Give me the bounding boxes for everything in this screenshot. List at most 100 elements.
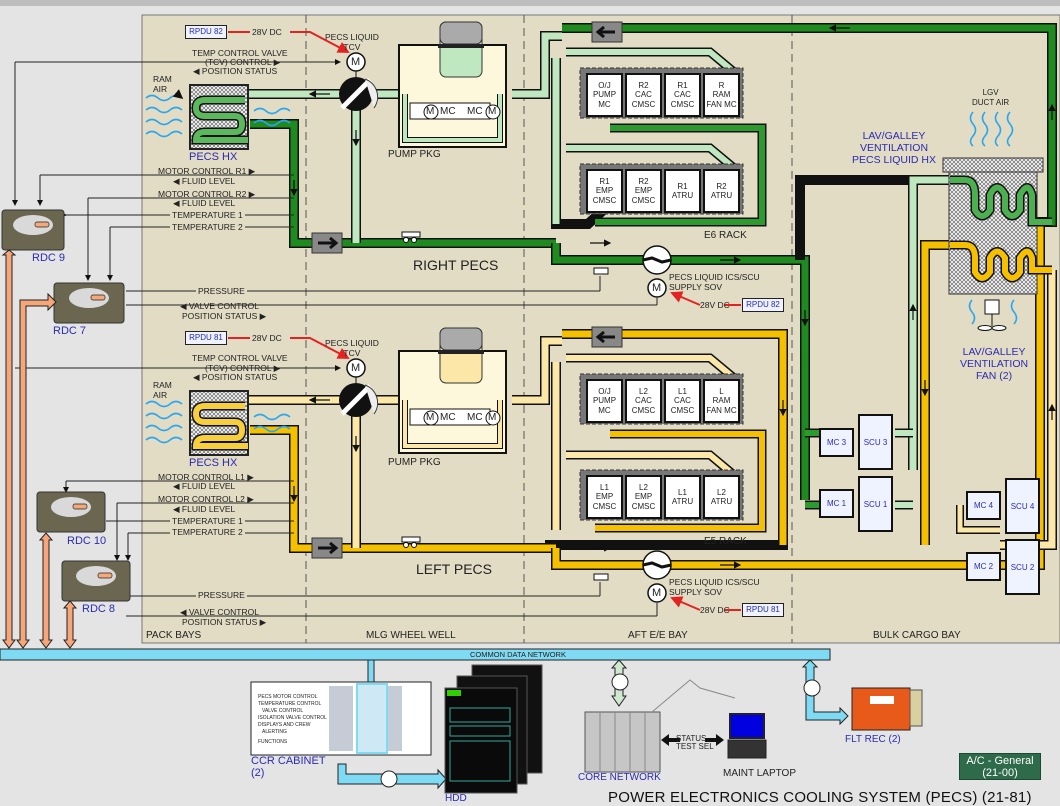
hdd-label: HDD	[445, 793, 467, 804]
check-valve-right-bottom	[311, 232, 343, 254]
right-pecs-label: RIGHT PECS	[413, 257, 499, 273]
duct-air-waves	[968, 111, 1018, 325]
left-pecs-hx-label: PECS HX	[189, 457, 238, 469]
ccr-functions-2: VALVE CONTROL	[262, 708, 304, 714]
core-network-label: CORE NETWORK	[578, 772, 661, 783]
e5-rack-bottom-4: L2 ATRU	[703, 475, 740, 519]
e6-rack-bottom-4: R2 ATRU	[703, 169, 740, 213]
right-tcv-ctrl-1: TEMP CONTROL VALVE	[192, 48, 288, 58]
right-pump-m2: M	[488, 106, 497, 117]
left-pump-pkg-label: PUMP PKG	[388, 457, 441, 468]
rack-label: R2 CAC CMSC	[631, 80, 656, 109]
right-tcv-ctrl-3: ◀ POSITION STATUS	[193, 66, 278, 76]
left-sov-label: PECS LIQUID ICS/SCU SUPPLY SOV	[669, 577, 760, 597]
right-sov-label: PECS LIQUID ICS/SCU SUPPLY SOV	[669, 272, 760, 292]
right-pump-mc2: MC	[467, 106, 483, 117]
right-dc-top: 28V DC	[252, 27, 282, 37]
left-dc-sov: 28V DC	[700, 605, 730, 615]
e6-rack-bottom-3: R1 ATRU	[664, 169, 701, 213]
left-pump-m2: M	[488, 412, 497, 423]
left-rpdu-top: RPDU 81	[185, 331, 227, 345]
wireless-link	[651, 679, 736, 713]
right-ram-air: RAM AIR	[153, 74, 172, 94]
e6-rack-label: E6 RACK	[704, 230, 747, 241]
right-pump-mc1: MC	[440, 106, 456, 117]
e5-rack-bottom-2: L2 EMP CMSC	[625, 475, 662, 519]
badge-line-2: (21-00)	[982, 767, 1018, 779]
ram-air-waves-right	[145, 89, 291, 138]
e5-rack-label: E5 RACK	[704, 536, 747, 547]
left-pump-mc1: MC	[440, 412, 456, 423]
rdc-7-label: RDC 7	[53, 325, 87, 337]
ccr-functions-3: ISOLATION VALVE CONTROL	[258, 715, 327, 721]
window-top-bar	[0, 0, 1060, 6]
left-valve-control: ◀ VALVE CONTROL	[180, 607, 259, 617]
rack-label: R1 EMP CMSC	[592, 176, 617, 205]
mc-3-box: MC 3	[819, 428, 854, 457]
right-valve-position: POSITION STATUS ▶	[182, 311, 267, 321]
right-rpdu-top: RPDU 82	[185, 25, 227, 39]
right-fluid-level-1: ◀ FLUID LEVEL	[173, 176, 236, 186]
ccr-cabinet	[250, 681, 432, 756]
rdc-arrows	[34, 221, 113, 579]
lav-galley-hx	[942, 157, 1052, 295]
sensor-right	[401, 231, 421, 243]
ccr-functions-1: TEMPERATURE CONTROL	[258, 701, 322, 707]
flt-rec-label: FLT REC (2)	[845, 734, 901, 745]
scu-3-box: SCU 3	[858, 414, 893, 470]
left-ram-air: RAM AIR	[153, 380, 172, 400]
rack-label: O/J PUMP MC	[592, 386, 617, 415]
maint-laptop-label: MAINT LAPTOP	[723, 768, 796, 779]
rdc-9-label: RDC 9	[32, 252, 66, 264]
ccr-hdd-link-icon	[380, 770, 398, 788]
e5-rack-top-1: O/J PUMP MC	[586, 379, 623, 423]
right-tcv-ctrl-2: (TCV) CONTROL ▶	[205, 57, 281, 67]
left-tcv-ctrl-3: ◀ POSITION STATUS	[193, 372, 278, 382]
ac-general-badge[interactable]: A/C - General (21-00)	[959, 753, 1041, 780]
lav-galley-fan-label: LAV/GALLEY VENTILATION FAN (2)	[960, 346, 1029, 382]
left-sov-valve	[642, 550, 672, 603]
rack-label: R RAM FAN MC	[706, 80, 737, 109]
ccr-functions-7: FUNCTIONS	[258, 739, 288, 745]
left-fluid-level-1: ◀ FLUID LEVEL	[173, 481, 236, 491]
sensor-left	[401, 536, 421, 548]
ccr-cabinet-label: CCR CABINET (2)	[251, 755, 326, 779]
cdn-to-fltrec-icon	[803, 679, 821, 697]
flight-recorder	[851, 687, 923, 731]
right-motor-control-2: MOTOR CONTROL R2 ▶	[158, 189, 256, 199]
e5-rack-top-2: L2 CAC CMSC	[625, 379, 662, 423]
right-tcv-label: PECS LIQUID TCV	[325, 32, 379, 52]
hdd-displays	[444, 664, 543, 794]
left-temperature-1: TEMPERATURE 1	[170, 516, 245, 526]
left-motor-control-1: MOTOR CONTROL L1 ▶	[158, 472, 254, 482]
rack-label: L2 ATRU	[710, 487, 733, 507]
right-valve-control: ◀ VALVE CONTROL	[180, 301, 259, 311]
left-pump-mc2: MC	[467, 412, 483, 423]
left-tcv-label: PECS LIQUID TCV	[325, 338, 379, 358]
e5-rack-top-4: L RAM FAN MC	[703, 379, 740, 423]
right-sov-motor: M	[652, 282, 662, 294]
status-test-sel-label: STATUS, TEST SEL	[676, 734, 714, 751]
right-rpdu-sov: RPDU 82	[742, 298, 784, 312]
scu-4-box: SCU 4	[1005, 478, 1040, 534]
scu-1-box: SCU 1	[858, 476, 893, 532]
left-tcv-motor: M	[351, 362, 361, 374]
right-pecs-hx	[189, 84, 249, 150]
right-temperature-2: TEMPERATURE 2	[170, 222, 245, 232]
sensor-left-pressure	[593, 573, 609, 581]
zone-pack-bays: PACK BAYS	[146, 630, 202, 641]
mc-2-box: MC 2	[966, 552, 1001, 581]
maint-laptop	[727, 713, 767, 759]
left-pecs-label: LEFT PECS	[416, 561, 492, 577]
zone-bulk-cargo-bay: BULK CARGO BAY	[873, 630, 961, 641]
common-data-network-bar	[0, 648, 831, 661]
core-network-hardware	[584, 711, 661, 773]
e5-rack-top-3: L1 CAC CMSC	[664, 379, 701, 423]
rdc-10-label: RDC 10	[67, 535, 107, 547]
rack-label: L2 EMP CMSC	[631, 482, 656, 511]
left-pressure: PRESSURE	[196, 590, 247, 600]
right-motor-control-1: MOTOR CONTROL R1 ▶	[158, 166, 256, 176]
left-tcv-valve	[339, 358, 379, 417]
e6-rack-top-1: O/J PUMP MC	[586, 73, 623, 117]
